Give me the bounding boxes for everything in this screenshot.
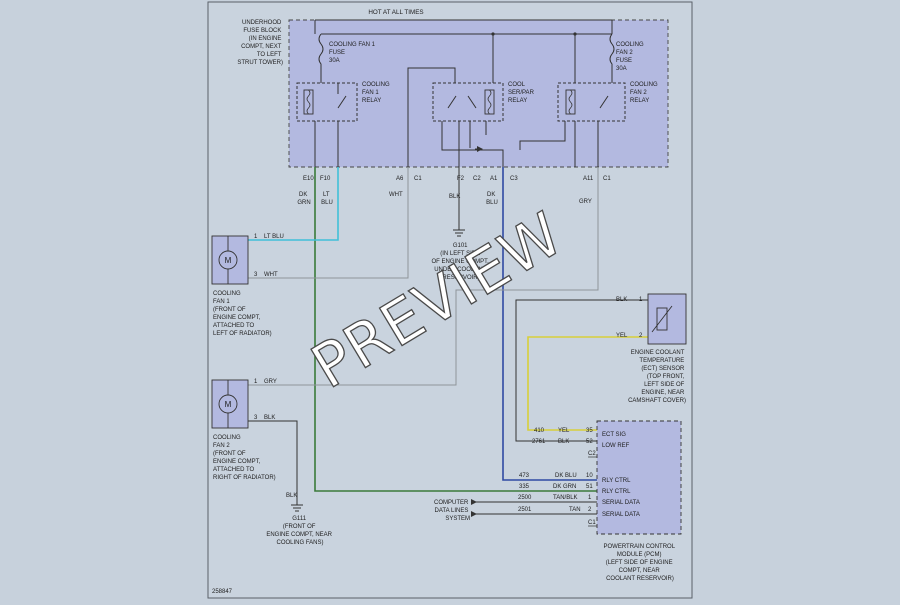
terminal-label: E10 xyxy=(303,176,314,182)
wire-color-label: DK BLU xyxy=(486,192,498,206)
relay-1-label: COOLING FAN 1 RELAY xyxy=(362,82,391,104)
fuse-block-internal-wiring xyxy=(314,67,599,167)
motor-symbol: M xyxy=(225,400,232,409)
wire-color-label: LT BLU xyxy=(321,192,333,206)
circuit-number: 2501 xyxy=(518,507,532,513)
pin-wire-color: TAN/BLK xyxy=(553,495,578,501)
terminal-label: A11 xyxy=(583,176,594,182)
splice-dot xyxy=(573,32,577,36)
ect-sensor-label: ENGINE COOLANT TEMPERATURE (ECT) SENSOR … xyxy=(628,350,686,404)
fuse-block-label: UNDERHOOD FUSE BLOCK (IN ENGINE COMPT, N… xyxy=(237,20,283,66)
circuit-number: 335 xyxy=(519,484,530,490)
thermistor-icon xyxy=(656,307,668,331)
pcm-pin-function: ECT SIG xyxy=(602,432,626,438)
pin-number: 1 xyxy=(254,234,258,240)
cooling-fan-2 xyxy=(211,379,249,429)
terminal-label: C2 xyxy=(473,176,481,182)
fuse-2-label: COOLING FAN 2 FUSE 30A xyxy=(616,42,645,72)
figure-id: 258847 xyxy=(212,589,233,595)
relay-2-label: COOLING FAN 2 RELAY xyxy=(630,82,659,104)
pcm-pin-function: RLY CTRL xyxy=(602,489,631,495)
cool-ser-par-relay xyxy=(432,82,504,122)
pin-number: 1 xyxy=(588,495,592,501)
pcm-module xyxy=(596,420,682,535)
cooling-fan-2-label: COOLING FAN 2 (FRONT OF ENGINE COMPT, AT… xyxy=(213,435,276,481)
pin-number: 35 xyxy=(586,428,593,434)
terminal-label: A6 xyxy=(396,176,404,182)
pin-number: 3 xyxy=(254,272,258,278)
cooling-fan-2-relay xyxy=(557,82,626,122)
wire-color-label: BLK xyxy=(449,194,460,200)
circuit-number: 410 xyxy=(534,428,545,434)
cooling-fan-1 xyxy=(211,235,249,285)
hot-bus xyxy=(314,19,613,83)
pcm-label: POWERTRAIN CONTROL MODULE (PCM) (LEFT SI… xyxy=(603,544,676,582)
wire-blk-g111 xyxy=(248,420,298,505)
terminal-label: F10 xyxy=(320,176,331,182)
pin-number: 10 xyxy=(586,473,593,479)
cooling-fan-2-fuse xyxy=(609,33,615,83)
connector-label: C1 xyxy=(588,520,596,526)
terminal-label: C1 xyxy=(414,176,422,182)
terminal-label: C1 xyxy=(603,176,611,182)
wire-dk-blu xyxy=(502,167,597,481)
wire-color-label: BLK xyxy=(286,493,297,499)
ground-g111-label: G111 (FRONT OF ENGINE COMPT, NEAR COOLIN… xyxy=(266,516,333,546)
terminal-label: F2 xyxy=(457,176,465,182)
computer-data-lines-label: COMPUTER DATA LINES SYSTEM xyxy=(434,500,470,522)
wire-yel xyxy=(527,336,648,431)
pin-wire-color: TAN xyxy=(569,507,581,513)
pin-wire-color: LT BLU xyxy=(264,234,284,240)
pin-wire-color: BLK xyxy=(616,297,627,303)
pcm-pin-function: SERIAL DATA xyxy=(602,500,640,506)
wire-color-label: GRY xyxy=(579,199,592,205)
terminal-label: C3 xyxy=(510,176,518,182)
wire-lt-blu xyxy=(248,167,339,241)
ground-symbol xyxy=(453,229,465,237)
pin-number: 52 xyxy=(586,439,593,445)
pcm-pin-function: SERIAL DATA xyxy=(602,512,640,518)
motor-symbol: M xyxy=(225,256,232,265)
pin-number: 2 xyxy=(639,333,643,339)
cooling-fan-1-relay xyxy=(296,82,358,122)
wire-color-label: DK GRN xyxy=(297,192,310,206)
circuit-number: 2761 xyxy=(532,439,546,445)
pin-wire-color: BLK xyxy=(558,439,569,445)
pcm-pin-function: RLY CTRL xyxy=(602,478,631,484)
pin-wire-color: DK BLU xyxy=(555,473,577,479)
fuse-1-label: COOLING FAN 1 FUSE 30A xyxy=(329,42,377,64)
pcm-pin-function: LOW REF xyxy=(602,443,630,449)
wire-gry xyxy=(248,167,599,386)
wire-color-label: WHT xyxy=(389,192,403,198)
wire-blk-low-ref xyxy=(515,299,648,442)
pin-number: 51 xyxy=(586,484,593,490)
pin-wire-color: WHT xyxy=(264,272,278,278)
splice-dot xyxy=(491,32,495,36)
hot-at-all-times-label: HOT AT ALL TIMES xyxy=(368,9,423,16)
pin-number: 3 xyxy=(254,415,258,421)
thermistor-arrow xyxy=(651,305,673,333)
cooling-fan-1-label: COOLING FAN 1 (FRONT OF ENGINE COMPT, AT… xyxy=(213,291,272,337)
ser-par-relay-label: COOL SER/PAR RELAY xyxy=(508,82,536,104)
pin-wire-color: YEL xyxy=(616,333,628,339)
wire-dk-grn xyxy=(314,167,597,492)
circuit-number: 473 xyxy=(519,473,530,479)
pin-wire-color: YEL xyxy=(558,428,570,434)
cooling-fan-1-fuse xyxy=(318,33,324,83)
pin-wire-color: DK GRN xyxy=(553,484,576,490)
ground-symbol xyxy=(291,504,303,512)
pin-number: 1 xyxy=(639,297,643,303)
wire-wht xyxy=(248,167,409,279)
ground-g101-label: G101 (IN LEFT SIDE OF ENGINE COMPT, UNDE… xyxy=(431,243,490,281)
pin-wire-color: GRY xyxy=(264,379,277,385)
terminal-label: A1 xyxy=(490,176,498,182)
circuit-number: 2500 xyxy=(518,495,532,501)
pin-wire-color: BLK xyxy=(264,415,275,421)
pin-number: 1 xyxy=(254,379,258,385)
connector-label: C2 xyxy=(588,451,596,457)
pin-number: 2 xyxy=(588,507,592,513)
